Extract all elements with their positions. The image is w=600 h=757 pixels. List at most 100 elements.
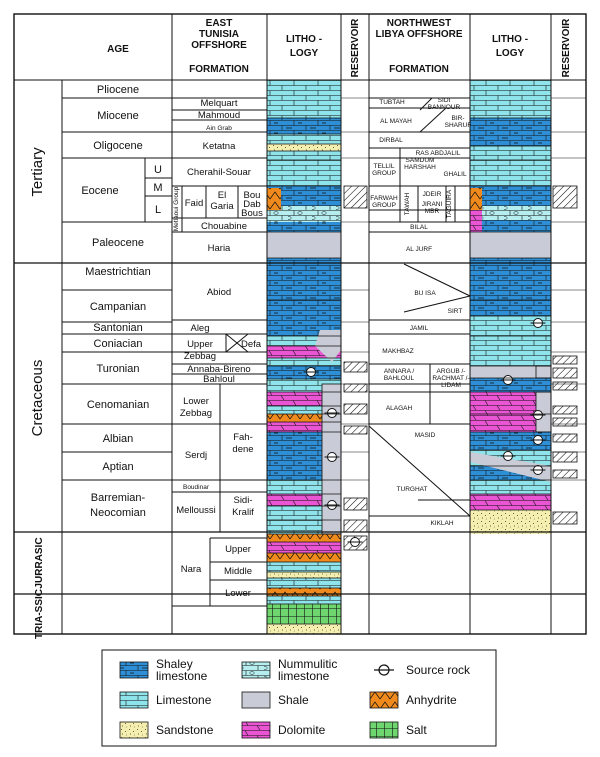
east-title: TUNISIA bbox=[199, 29, 239, 40]
age-label: Miocene bbox=[97, 110, 139, 122]
formation-taguira: TAGUIRA bbox=[446, 189, 453, 218]
age-header: AGE bbox=[107, 44, 129, 55]
nw-lithology-shaley bbox=[470, 220, 551, 232]
east-lithology-lime bbox=[267, 596, 341, 604]
formation-bilal: BILAL bbox=[410, 224, 428, 231]
age-label: Cenomanian bbox=[87, 399, 149, 411]
legend-swatch-anhydrite bbox=[369, 691, 399, 709]
formation-turghat: TURGHAT bbox=[397, 486, 428, 493]
formation-farwah: FARWAH bbox=[370, 195, 398, 202]
nw-lithology-lime bbox=[470, 336, 551, 366]
formation-tellil: GROUP bbox=[372, 170, 396, 177]
formation-sidi-bannour: SIDI bbox=[438, 97, 451, 104]
formation-ras-abdjalil: RAS ABDJALIL bbox=[416, 150, 461, 157]
formation-fahdene: dene bbox=[232, 444, 253, 455]
nw-lithology-dolo bbox=[470, 494, 551, 510]
formation-serdj: Serdj bbox=[185, 450, 207, 461]
formation-sidi-kralif: Kralif bbox=[232, 507, 254, 518]
formation-melquart: Melquart bbox=[201, 98, 238, 109]
reservoir-header: RESERVOIR bbox=[561, 18, 572, 77]
formation-bou-dabbous: Bou bbox=[244, 190, 261, 201]
nw-lithology-shaley bbox=[470, 300, 551, 316]
east-reservoir-interval bbox=[343, 185, 368, 209]
nw-lithology-dolo bbox=[470, 392, 551, 414]
formation-alagah: ALAGAH bbox=[386, 405, 413, 412]
eocene-middle: M bbox=[153, 182, 162, 194]
formation-nara-upper: Upper bbox=[225, 544, 251, 555]
eocene-upper: U bbox=[154, 164, 162, 176]
east-lithology-sand bbox=[267, 572, 341, 578]
formation-lower-zebbag: Zebbag bbox=[180, 408, 212, 419]
nw-lithology-shaley bbox=[470, 258, 551, 300]
nw-lithology-sand bbox=[470, 510, 551, 534]
lithology-header: LOGY bbox=[496, 48, 525, 59]
formation-jamil: JAMIL bbox=[410, 325, 429, 332]
era-label-cretaceous: Cretaceous bbox=[29, 360, 46, 437]
nw-lithology-lime bbox=[470, 80, 551, 118]
formation-dirbal: DIRBAL bbox=[379, 137, 403, 144]
formation-ketatna: Ketatna bbox=[203, 141, 236, 152]
formation-tellil: TELLIL bbox=[374, 163, 395, 170]
formation-cherahil-souar: Cherahil-Souar bbox=[187, 167, 251, 178]
formation-jirani: MBR bbox=[425, 208, 440, 215]
east-lithology-lime bbox=[267, 336, 341, 346]
nw-divider bbox=[368, 425, 471, 517]
formation-metlaoui: Metlaoui Group bbox=[173, 186, 180, 231]
legend-box bbox=[101, 649, 497, 747]
east-lithology-dolo bbox=[267, 422, 341, 432]
legend-swatch-numm bbox=[241, 661, 271, 679]
nw-shale-wedge bbox=[470, 452, 551, 482]
formation-sidi-kralif: Sidi- bbox=[233, 495, 252, 506]
age-label: Maestrichtian bbox=[85, 266, 150, 278]
nw-lithology-shaley bbox=[470, 186, 551, 206]
east-lithology-lime bbox=[267, 358, 341, 366]
formation-al-mayah: AL MAYAH bbox=[380, 118, 412, 125]
formation-ain-grab: Ain Grab bbox=[206, 125, 232, 132]
age-label: Paleocene bbox=[92, 237, 144, 249]
legend-label-sandstone: Sandstone bbox=[156, 723, 214, 737]
formation-upper-zebbag: Zebbag bbox=[184, 351, 216, 362]
age-label: Pliocene bbox=[97, 84, 139, 96]
legend-swatch-dolomite bbox=[241, 721, 271, 739]
formation-annaba-bireno: Annaba-Bireno bbox=[187, 364, 250, 375]
nw-title: LIBYA OFFSHORE bbox=[375, 29, 462, 40]
east-lithology-shale bbox=[267, 232, 341, 258]
east-title: EAST bbox=[206, 18, 233, 29]
defa-split bbox=[225, 333, 249, 353]
age-label: Neocomian bbox=[90, 507, 146, 519]
east-formation-header: FORMATION bbox=[189, 64, 249, 75]
age-label: Oligocene bbox=[93, 140, 143, 152]
formation-haria: Haria bbox=[208, 243, 231, 254]
formation-aleg: Aleg bbox=[190, 323, 209, 334]
east-lithology-lime bbox=[267, 562, 341, 572]
formation-bu-isa: BU ISA bbox=[414, 290, 436, 297]
nw-title: NORTHWEST bbox=[387, 18, 451, 29]
formation-al-jurf: AL JURF bbox=[406, 246, 432, 253]
nw-lithology-shaley bbox=[470, 118, 551, 146]
nw-lithology-shaley bbox=[470, 432, 551, 450]
legend-label-numm: limestone bbox=[278, 669, 330, 683]
age-label: Santonian bbox=[93, 322, 143, 334]
chart-frame bbox=[13, 13, 587, 635]
formation-lower-zebbag: Lower bbox=[183, 396, 209, 407]
nw-dolomite-lens bbox=[470, 210, 482, 232]
east-lithology-shaley bbox=[267, 258, 341, 300]
age-label: Barremian- bbox=[91, 492, 146, 504]
age-label: Aptian bbox=[102, 461, 133, 473]
east-title: OFFSHORE bbox=[191, 40, 247, 51]
eocene-lower: L bbox=[155, 204, 161, 216]
formation-argub-rachmat-lidam: RACHMAT /- bbox=[432, 375, 469, 382]
formation-chouabine: Chouabine bbox=[201, 221, 247, 232]
east-reservoir-interval bbox=[343, 425, 368, 435]
formation-fahdene: Fah- bbox=[233, 432, 253, 443]
age-label: Coniacian bbox=[94, 338, 143, 350]
legend-swatch-salt bbox=[369, 721, 399, 739]
nw-divider bbox=[403, 295, 471, 313]
legend-label-shaley: Shaley bbox=[156, 657, 193, 671]
nw-reservoir-interval bbox=[552, 355, 578, 365]
formation-bir-sharuf: SHARUF bbox=[445, 122, 472, 129]
era-label-triassic: TRIA-SSIC bbox=[34, 589, 45, 639]
east-lithology-lime bbox=[267, 578, 341, 588]
east-lithology-anhy bbox=[267, 414, 341, 422]
